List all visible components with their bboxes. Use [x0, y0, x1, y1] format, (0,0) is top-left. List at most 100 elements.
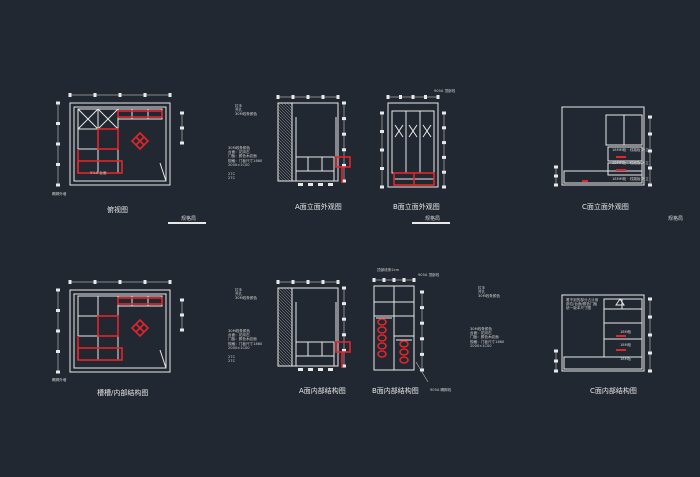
note-a-inner-low: 27C 27C — [228, 355, 235, 363]
note-line: 27C — [228, 172, 236, 176]
note-line: 统一版本尺寸图 — [566, 306, 592, 311]
b-inner-hanging-item — [377, 326, 387, 334]
hatch-line — [277, 305, 293, 321]
hatch-line — [277, 147, 293, 163]
hatch-line — [277, 135, 293, 151]
hatch-line — [277, 287, 293, 303]
a-elevation-highlight — [335, 341, 351, 353]
note-line: 27C — [228, 359, 236, 364]
hatch-line — [277, 153, 293, 169]
hatch-line — [277, 332, 293, 348]
a-elevation-foot — [328, 368, 333, 371]
c-elevation-handle — [616, 169, 626, 171]
hatch-line — [277, 296, 293, 312]
a-elevation-foot — [328, 183, 333, 186]
note-line: 27C — [228, 176, 236, 181]
note-line: 门板：颜色木纹面 — [470, 335, 499, 340]
a-elevation-base — [295, 170, 335, 182]
hatch-line — [277, 114, 293, 130]
hatch-line — [277, 171, 288, 182]
note-line: 开孔 — [235, 108, 243, 113]
hatch-line — [277, 338, 293, 354]
label-c-inner-r2: 18M柜 — [620, 343, 632, 347]
note-line: 2000×1C00 — [228, 345, 250, 350]
drawing-line — [77, 108, 99, 130]
note-line: 台面：花岗石 — [228, 333, 250, 338]
hatch-line — [286, 287, 293, 294]
hatch-border — [277, 287, 293, 367]
note-line: 27C — [228, 355, 236, 359]
hatch-line — [277, 317, 293, 333]
note-line: 拉手 — [478, 286, 486, 290]
note-line: 台面：花岗石 — [228, 150, 250, 155]
note-line: 开孔 — [478, 290, 486, 295]
hatch-line — [277, 293, 293, 309]
drawing-line — [159, 349, 167, 369]
note-line: 开孔 — [235, 292, 243, 297]
c-elevation-outline — [561, 106, 645, 186]
hatch-line — [277, 335, 293, 351]
note-line: 部位/台面/颜色门板 — [566, 302, 598, 307]
hatch-line — [277, 356, 288, 367]
hatch-line — [277, 132, 293, 148]
plan-highlight-cell — [97, 128, 119, 150]
plan-highlight-base — [77, 347, 123, 361]
hatch-line — [277, 174, 285, 182]
b-elevation-doors — [391, 110, 435, 174]
note-line: 规格：门板尺寸1860 — [228, 341, 263, 346]
a-elevation-foot — [298, 368, 303, 371]
drawing-line — [408, 124, 418, 138]
a-elevation-counter — [295, 341, 335, 357]
caption-c-inner: C面内部结构图 — [590, 387, 637, 395]
note-line: 规格：门板尺寸1860 — [470, 339, 505, 344]
b-inner-hanging-item — [377, 342, 387, 350]
plan-inner-wall — [73, 293, 167, 369]
caption-plan-bottom: 槽槽/内部结构图 — [97, 389, 149, 397]
note-line: 2000×1C00 — [228, 162, 250, 167]
label-plan-top-left: 踢脚外墙 — [52, 192, 67, 196]
b-elevation-outline — [387, 102, 439, 188]
label-c-inner-r1: 18M柜 — [620, 330, 632, 334]
plan-outer-wall — [69, 102, 171, 186]
hatch-line — [277, 156, 293, 172]
hatch-line — [277, 359, 285, 367]
c-inner-outline — [561, 294, 645, 372]
hatch-line — [277, 123, 293, 139]
hatch-line — [277, 102, 293, 118]
hatch-line — [277, 138, 293, 154]
hatch-line — [277, 150, 293, 166]
hatch-line — [277, 320, 293, 336]
b-inner-hanging-item — [377, 334, 387, 342]
note-line: 30M线条颜色 — [478, 294, 501, 299]
plan-highlight-shelf — [117, 110, 163, 118]
a-elevation-foot — [308, 183, 313, 186]
hatch-line — [277, 159, 293, 175]
hatch-line — [277, 111, 293, 127]
a-elevation-highlight — [335, 156, 351, 168]
hatch-line — [277, 308, 293, 324]
a-elevation-foot — [308, 368, 313, 371]
hatch-line — [277, 347, 293, 363]
drawing-line — [422, 124, 432, 138]
note-a-inner-top: 拉手 开孔 30M线条颜色 — [235, 288, 257, 301]
note-line: 台面：花岗石 — [470, 331, 492, 336]
note-line: 30M线条颜色 — [235, 112, 258, 117]
b-inner-hanging-item — [377, 318, 387, 326]
hatch-line — [277, 323, 293, 339]
c-elevation-low — [607, 162, 643, 176]
a-elevation-counter — [295, 156, 335, 172]
note-line: 30M线条颜色 — [228, 329, 251, 333]
a-elevation-base — [295, 355, 335, 367]
c-inner-handle — [616, 349, 626, 351]
drawing-line — [394, 124, 404, 138]
hatch-border — [277, 102, 293, 182]
hatch-line — [277, 329, 293, 345]
note-line: 2000×1C00 — [470, 343, 492, 348]
label-under-plan-top: 规格局 — [181, 216, 197, 222]
caption-plan-top: 俯视图 — [107, 206, 128, 214]
drawing-line — [97, 108, 119, 130]
hatch-line — [277, 120, 293, 136]
a-elevation-foot — [298, 183, 303, 186]
hatch-line — [277, 290, 293, 306]
